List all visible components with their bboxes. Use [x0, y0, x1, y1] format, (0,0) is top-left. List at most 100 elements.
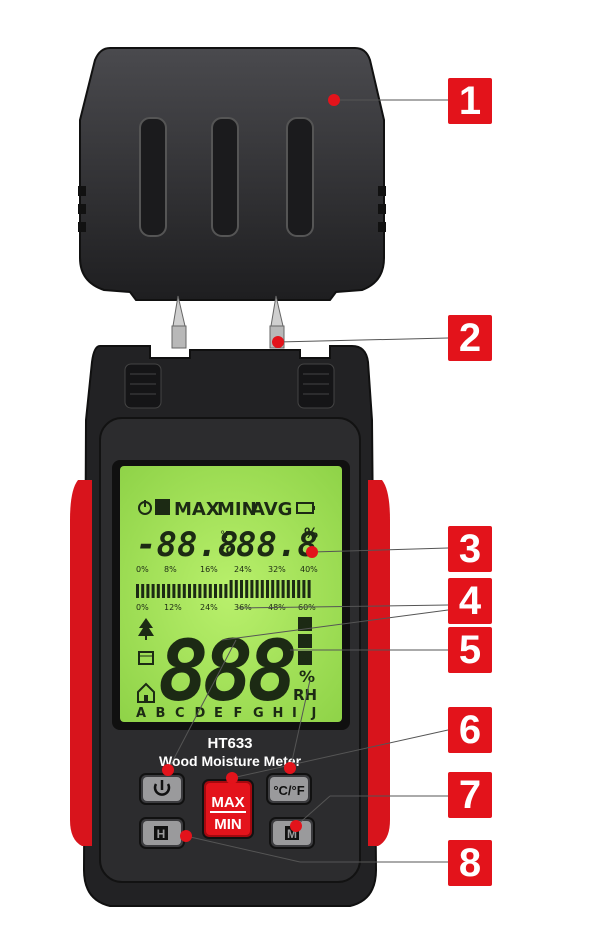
bar-segment: [203, 584, 207, 598]
callout-3: 3: [448, 526, 492, 572]
species-letter: C: [175, 706, 185, 721]
board-icon: [138, 651, 154, 665]
bar-segment: [167, 584, 171, 598]
upper-scale-label: 24%: [234, 565, 252, 574]
bar-segment: [193, 584, 197, 598]
bar-segment: [245, 580, 249, 598]
lower-scale-label: 12%: [164, 603, 182, 612]
protective-cap: [78, 47, 386, 301]
humidity-percent: %: [304, 526, 318, 542]
bar-segment: [146, 584, 150, 598]
bar-segment: [297, 580, 301, 598]
species-letter: F: [234, 706, 243, 721]
species-letter: E: [214, 706, 223, 721]
bar-segment: [271, 580, 275, 598]
house-icon: [137, 682, 155, 703]
bar-segment: [156, 584, 160, 598]
lower-scale-label: 24%: [200, 603, 218, 612]
species-letter: I: [292, 706, 297, 721]
unit-fahrenheit: °F: [220, 530, 231, 541]
max-indicator: MAX: [174, 499, 220, 520]
upper-scale-label: 32%: [268, 565, 286, 574]
callout-dots: [162, 94, 340, 842]
device-name-label: Wood Moisture Meter: [159, 753, 302, 769]
callout-5: 5: [448, 627, 492, 673]
upper-scale-label: 16%: [200, 565, 218, 574]
bar-segment: [250, 580, 254, 598]
mode-w: W: [298, 652, 311, 666]
bar-graph: [136, 580, 311, 598]
bar-segment: [151, 584, 155, 598]
main-percent: %: [299, 667, 315, 686]
mode-d: D: [300, 618, 310, 632]
measuring-pins: [171, 295, 285, 349]
bar-segment: [141, 584, 145, 598]
upper-scale-label: 8%: [164, 565, 177, 574]
bar-segment: [255, 580, 259, 598]
bar-segment: [286, 580, 290, 598]
bar-segment: [172, 584, 176, 598]
species-letter: J: [311, 706, 317, 721]
bar-segment: [302, 580, 306, 598]
species-letter: G: [253, 706, 264, 721]
power-button[interactable]: [139, 773, 185, 805]
bar-segment: [266, 580, 269, 598]
species-letter: D: [195, 706, 206, 721]
bar-segment: [229, 580, 233, 598]
bar-segment: [162, 584, 165, 598]
callout-7: 7: [448, 772, 492, 818]
mode-button-label: M: [287, 827, 297, 841]
model-label: HT633: [207, 735, 252, 752]
bar-segment: [224, 584, 228, 598]
bar-segment: [292, 580, 295, 598]
callout-6: 6: [448, 707, 492, 753]
upper-scale: 0% 8% 16% 24% 32% 40%: [136, 565, 318, 574]
rh-indicator: RH: [293, 686, 317, 704]
hold-indicator: [155, 499, 170, 515]
unit-celsius: °C: [220, 544, 234, 557]
bar-segment: [276, 580, 280, 598]
callout-4: 4: [448, 578, 492, 624]
upper-scale-label: 40%: [300, 565, 318, 574]
tree-icon: [138, 618, 154, 640]
callout-8: 8: [448, 840, 492, 886]
callout-2: 2: [448, 315, 492, 361]
temperature-unit-label: °C/°F: [273, 783, 304, 798]
bar-segment: [214, 584, 217, 598]
battery-icon: [296, 502, 315, 514]
bar-segment: [188, 584, 191, 598]
avg-indicator: AVG: [251, 499, 292, 520]
bar-segment: [136, 584, 139, 598]
main-moisture-readout: 888: [158, 622, 294, 720]
bar-segment: [234, 580, 238, 598]
min-indicator: MIN: [217, 499, 257, 520]
hold-indicator-letter: H: [157, 502, 168, 517]
mode-indicators: D M W: [298, 617, 312, 666]
temperature-readout: -88.8: [136, 525, 238, 565]
power-icon: [153, 780, 171, 796]
bar-segment: [240, 580, 243, 598]
power-indicator-icon: [138, 500, 152, 515]
hold-button-label: H: [157, 827, 166, 841]
hold-button[interactable]: H: [139, 817, 185, 849]
bar-segment: [219, 584, 223, 598]
bar-segment: [281, 580, 285, 598]
humidity-readout: 88.8: [236, 525, 318, 565]
bar-segment: [307, 580, 311, 598]
bar-segment: [260, 580, 264, 598]
lcd-screen: H MAX MIN AVG -88.8 °F °C 88.8 % 0% 8% 1…: [112, 460, 350, 730]
bar-segment: [182, 584, 186, 598]
bar-segment: [177, 584, 181, 598]
max-min-button[interactable]: MAX MIN: [202, 779, 254, 839]
temperature-unit-button[interactable]: °C/°F: [266, 773, 312, 805]
max-button-label: MAX: [211, 794, 244, 811]
mode-m: M: [299, 635, 311, 649]
species-letter: A: [136, 706, 146, 721]
callout-1: 1: [448, 78, 492, 124]
species-letter: H: [273, 706, 284, 721]
callout-leaders: [167, 99, 449, 863]
lower-scale-label: 0%: [136, 603, 149, 612]
bar-segment: [208, 584, 212, 598]
